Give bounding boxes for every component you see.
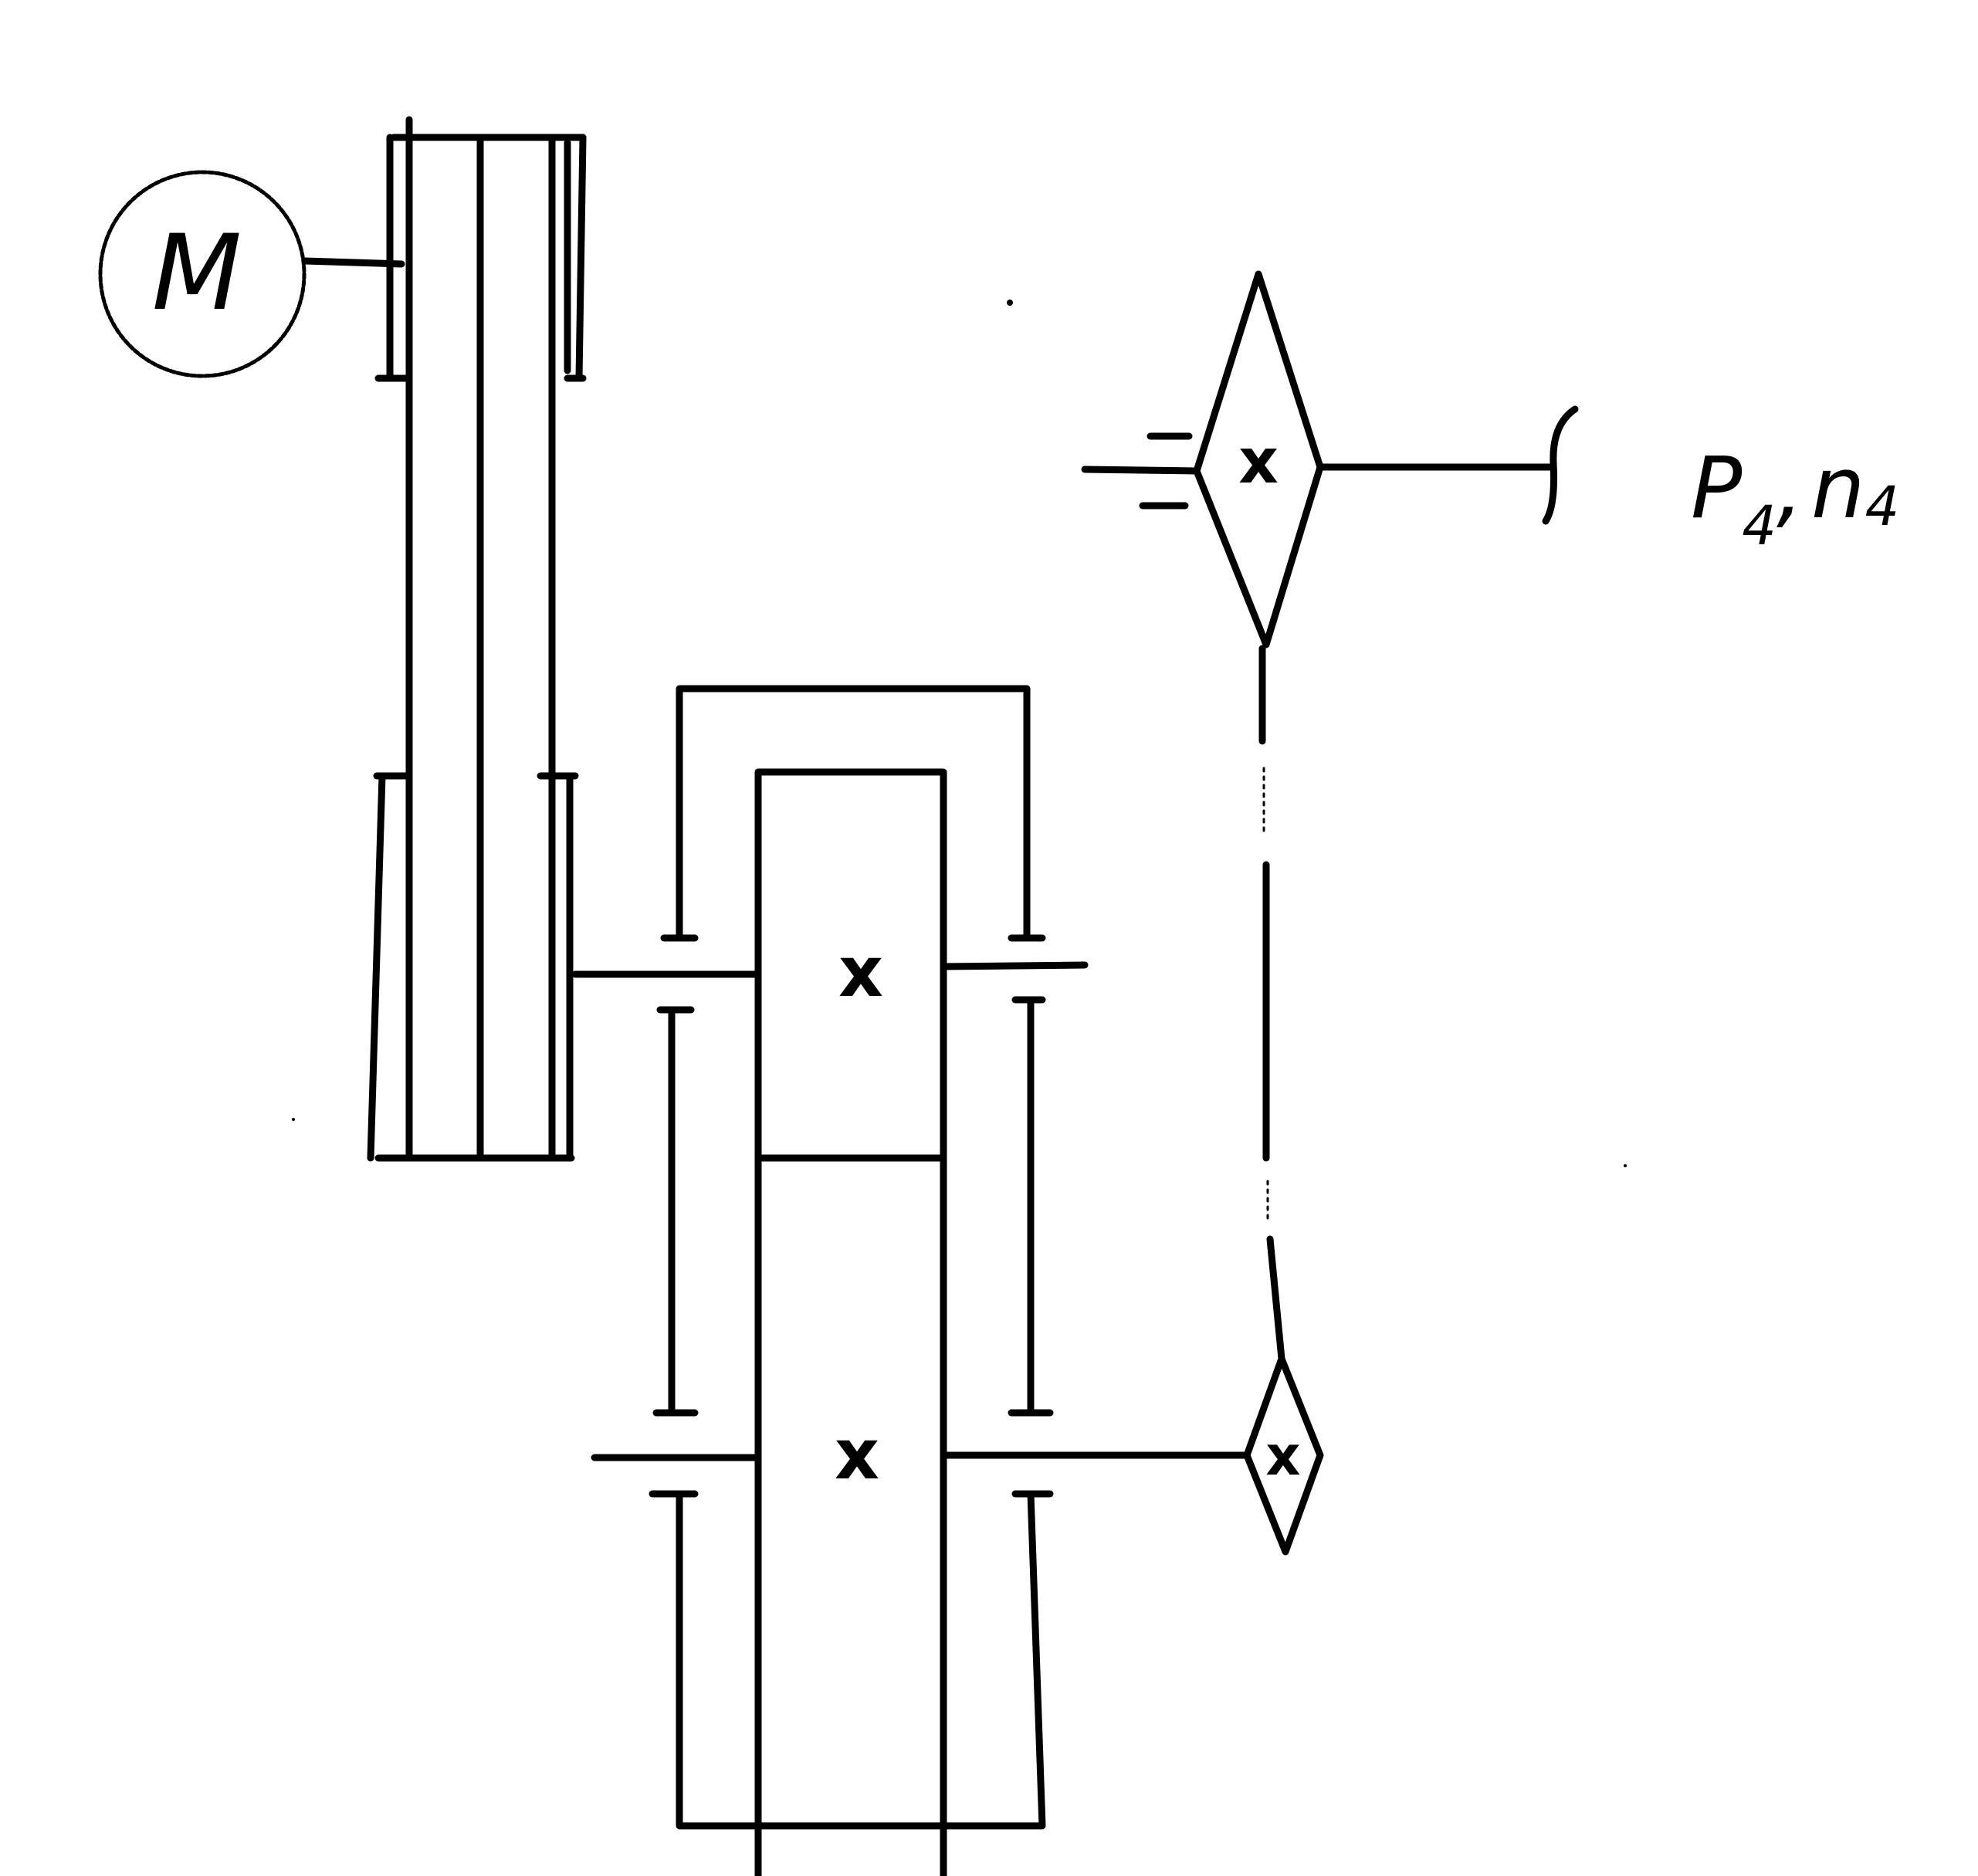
gear-pair: x x (754, 768, 947, 1876)
large-sprocket: x (1081, 270, 1324, 648)
separator: , (1776, 439, 1804, 537)
power-symbol: P (1691, 439, 1743, 537)
large-sprocket-mark: x (1238, 425, 1279, 497)
speed-subscript: 4 (1865, 475, 1900, 538)
small-sprocket: x (1243, 1355, 1324, 1556)
electric-motor: M (98, 170, 405, 378)
small-sprocket-mark: x (1265, 1424, 1300, 1488)
coupling (1542, 405, 1579, 525)
chain-drive: x x (1081, 270, 1579, 1556)
motor-label: M (152, 212, 242, 334)
pinion-center-mark: x (838, 932, 883, 1013)
gear-body (754, 768, 947, 1876)
reducer-housing (668, 685, 1046, 1830)
svg-text:P4,n4: P4,n4 (1691, 439, 1899, 557)
driven-pulley (367, 772, 579, 1162)
power-subscript: 4 (1742, 494, 1776, 557)
gear-center-mark: x (835, 1414, 879, 1495)
bearings (649, 934, 1054, 1498)
belt-drive (367, 116, 762, 1162)
chain (1258, 645, 1285, 1363)
output-parameters-label: P4,n4 (1691, 439, 1899, 557)
shafts (591, 961, 1251, 1461)
drive-pulley (374, 134, 587, 382)
scan-specks (292, 300, 1627, 1167)
speed-symbol: n (1811, 439, 1865, 537)
